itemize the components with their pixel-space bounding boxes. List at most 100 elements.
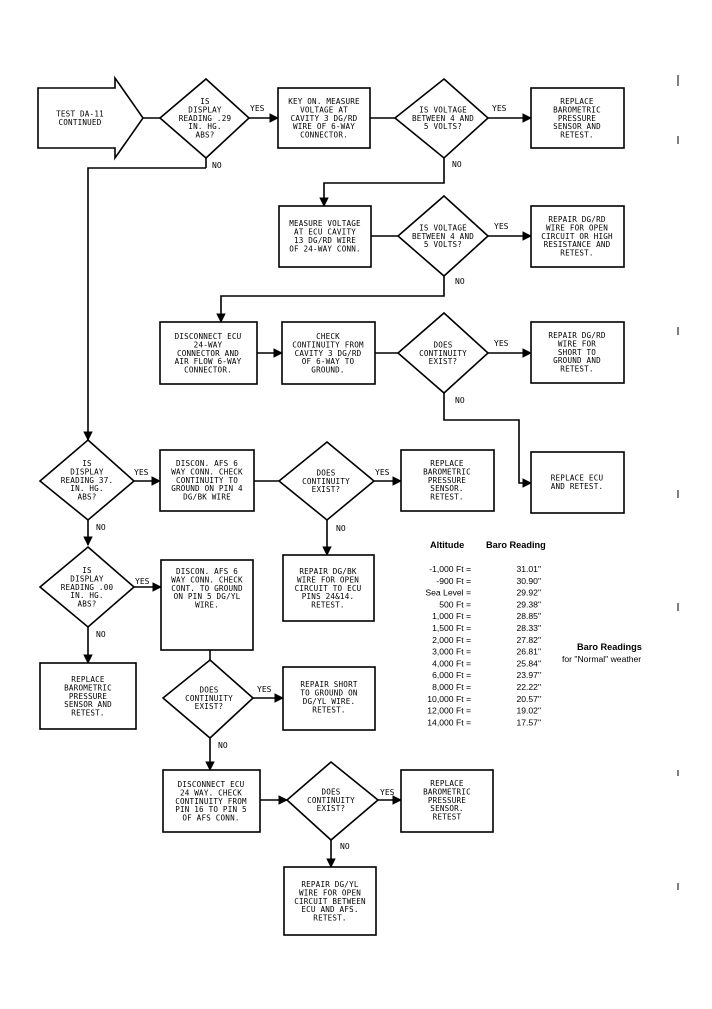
node-text-line: CIRCUIT OR HIGH: [541, 232, 613, 241]
yes-label: YES: [494, 222, 509, 231]
node-text-line: IS VOLTAGE: [419, 105, 467, 114]
node-text-line: CONTINUITY: [302, 477, 350, 486]
node-text-line: DISCON. AFS 6: [176, 459, 238, 468]
table-cell-altitude: 6,000 Ft =: [432, 670, 471, 680]
node-text-line: BAROMETRIC: [64, 683, 112, 692]
table-cell-reading: 27.82": [516, 635, 541, 645]
box-discon-afs2: [160, 559, 254, 651]
yes-label: YES: [135, 577, 150, 586]
shapes: [37, 75, 625, 936]
table-cell-altitude: 14,000 Ft =: [427, 717, 471, 727]
table-cell-reading: 17.57": [516, 717, 541, 727]
node-text-line: CHECK: [316, 332, 340, 341]
node-text-line: WAY CONN. CHECK: [171, 575, 243, 584]
baro-table: Altitude Baro Reading -1,000 Ft =31.01"-…: [425, 540, 641, 727]
node-text-line: DISCONNECT ECU: [175, 332, 242, 341]
node-text-line: REPLACE: [430, 779, 464, 788]
table-cell-altitude: 1,000 Ft =: [432, 611, 471, 621]
node-text-line: DISPLAY: [70, 467, 104, 476]
yes-label: YES: [380, 788, 395, 797]
decision-d2: [393, 77, 490, 160]
connector: [319, 158, 445, 207]
node-text-line: IN. HG.: [188, 122, 221, 131]
node-text-line: RETEST.: [430, 493, 463, 502]
table-cell-altitude: Sea Level =: [425, 588, 471, 598]
node-text-line: 24 WAY. CHECK: [180, 788, 242, 797]
node-text-line: TEST DA-11: [56, 110, 104, 119]
node-text-line: AIR FLOW 6-WAY: [175, 357, 242, 366]
node-text-line: REPAIR DG/YL: [301, 880, 358, 889]
node-text-line: CONTINUITY TO: [176, 476, 238, 485]
node-text-line: BAROMETRIC: [423, 467, 471, 476]
node-text-line: GROUND.: [311, 366, 344, 375]
node-text-line: RETEST.: [560, 365, 593, 374]
connector: [216, 276, 445, 323]
table-cell-altitude: 500 Ft =: [439, 599, 471, 609]
decision-d4: [396, 311, 490, 395]
node-text-line: GROUND AND: [553, 356, 601, 365]
yes-label: YES: [134, 468, 149, 477]
node-text-line: IN. HG.: [70, 591, 103, 600]
node-text-line: REPLACE: [560, 97, 594, 106]
box-discon-afs1: [159, 449, 255, 512]
node-text-line: REPAIR SHORT: [300, 680, 357, 689]
node-text-line: WIRE FOR OPEN: [299, 888, 361, 897]
node-text-line: CONTINUITY: [307, 796, 355, 805]
node-text-line: 5 VOLTS?: [424, 240, 462, 249]
node-text-line: RETEST: [433, 813, 462, 822]
table-cell-altitude: 12,000 Ft =: [427, 706, 471, 716]
node-text-line: WIRE OF 6-WAY: [293, 122, 355, 131]
node-text-line: CONTINUITY FROM: [175, 797, 247, 806]
decision-d1: [158, 77, 251, 160]
node-text-line: WIRE FOR OPEN: [546, 223, 608, 232]
node-text-line: OF 24-WAY CONN.: [289, 244, 361, 253]
node-text-line: REPAIR DG/RD: [548, 215, 605, 224]
node-text-line: ABS?: [77, 493, 96, 502]
no-label: NO: [455, 396, 465, 405]
node-text-line: AT ECU CAVITY: [294, 228, 356, 237]
node-text-line: ECU AND AFS.: [301, 905, 358, 914]
table-cell-reading: 29.38": [516, 599, 541, 609]
table-rows: -1,000 Ft =31.01"-900 Ft =30.90"Sea Leve…: [425, 564, 541, 727]
no-label: NO: [218, 741, 228, 750]
box-replace2: [400, 449, 495, 512]
node-text-line: 5 VOLTS?: [424, 122, 462, 131]
connector: [83, 167, 206, 441]
node-text-line: READING 37.: [61, 476, 114, 485]
box-measure-ecu: [278, 205, 372, 268]
box-repair-dgyl: [283, 866, 377, 936]
node-text-line: IS: [82, 566, 92, 575]
node-text-line: WIRE FOR: [558, 339, 596, 348]
box-repair-short2: [282, 666, 376, 731]
node-text-line: ABS?: [195, 131, 214, 140]
node-text-line: AND RETEST.: [551, 482, 604, 491]
node-text-line: SENSOR.: [430, 484, 463, 493]
decision-d7: [38, 545, 136, 629]
node-text-line: CONNECTOR.: [184, 366, 232, 375]
node-text-line: PINS 24&14.: [302, 592, 355, 601]
table-cell-reading: 19.02": [516, 706, 541, 716]
node-text-line: PRESSURE: [428, 796, 466, 805]
node-text-line: 24-WAY: [194, 340, 223, 349]
node-text-line: VOLTAGE AT: [300, 105, 348, 114]
no-label: NO: [212, 161, 222, 170]
node-text-line: REPAIR DG/BK: [299, 567, 356, 576]
node-text-line: REPLACE: [71, 675, 105, 684]
node-text-line: PRESSURE: [69, 692, 107, 701]
table-cell-altitude: 4,000 Ft =: [432, 658, 471, 668]
table-cell-reading: 28.33": [516, 623, 541, 633]
node-text-line: DG/YL WIRE.: [303, 697, 356, 706]
node-text-line: OF AFS CONN.: [182, 814, 239, 823]
node-text-line: DISCON. AFS 6: [176, 567, 238, 576]
node-text-line: READING .29: [179, 114, 232, 123]
node-text-line: EXIST?: [317, 804, 346, 813]
